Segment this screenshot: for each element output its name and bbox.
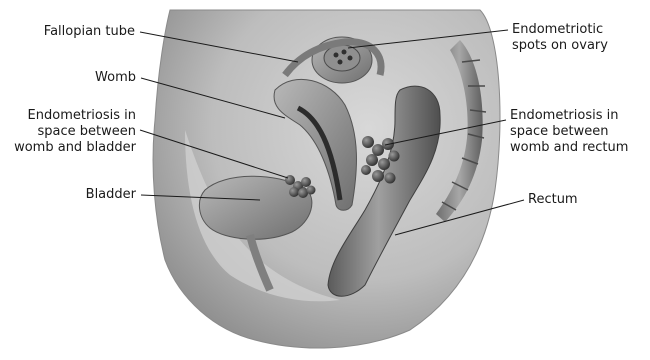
label-womb: Womb — [95, 70, 136, 86]
label-rectum: Rectum — [528, 192, 578, 208]
label-endometriosis-womb-rectum: Endometriosis in space between womb and … — [510, 108, 628, 156]
label-bladder: Bladder — [86, 187, 136, 203]
label-fallopian-tube: Fallopian tube — [44, 24, 135, 40]
label-endometriosis-womb-bladder: Endometriosis in space between womb and … — [14, 108, 136, 156]
label-endometriotic-spots-ovary: Endometriotic spots on ovary — [512, 22, 608, 54]
